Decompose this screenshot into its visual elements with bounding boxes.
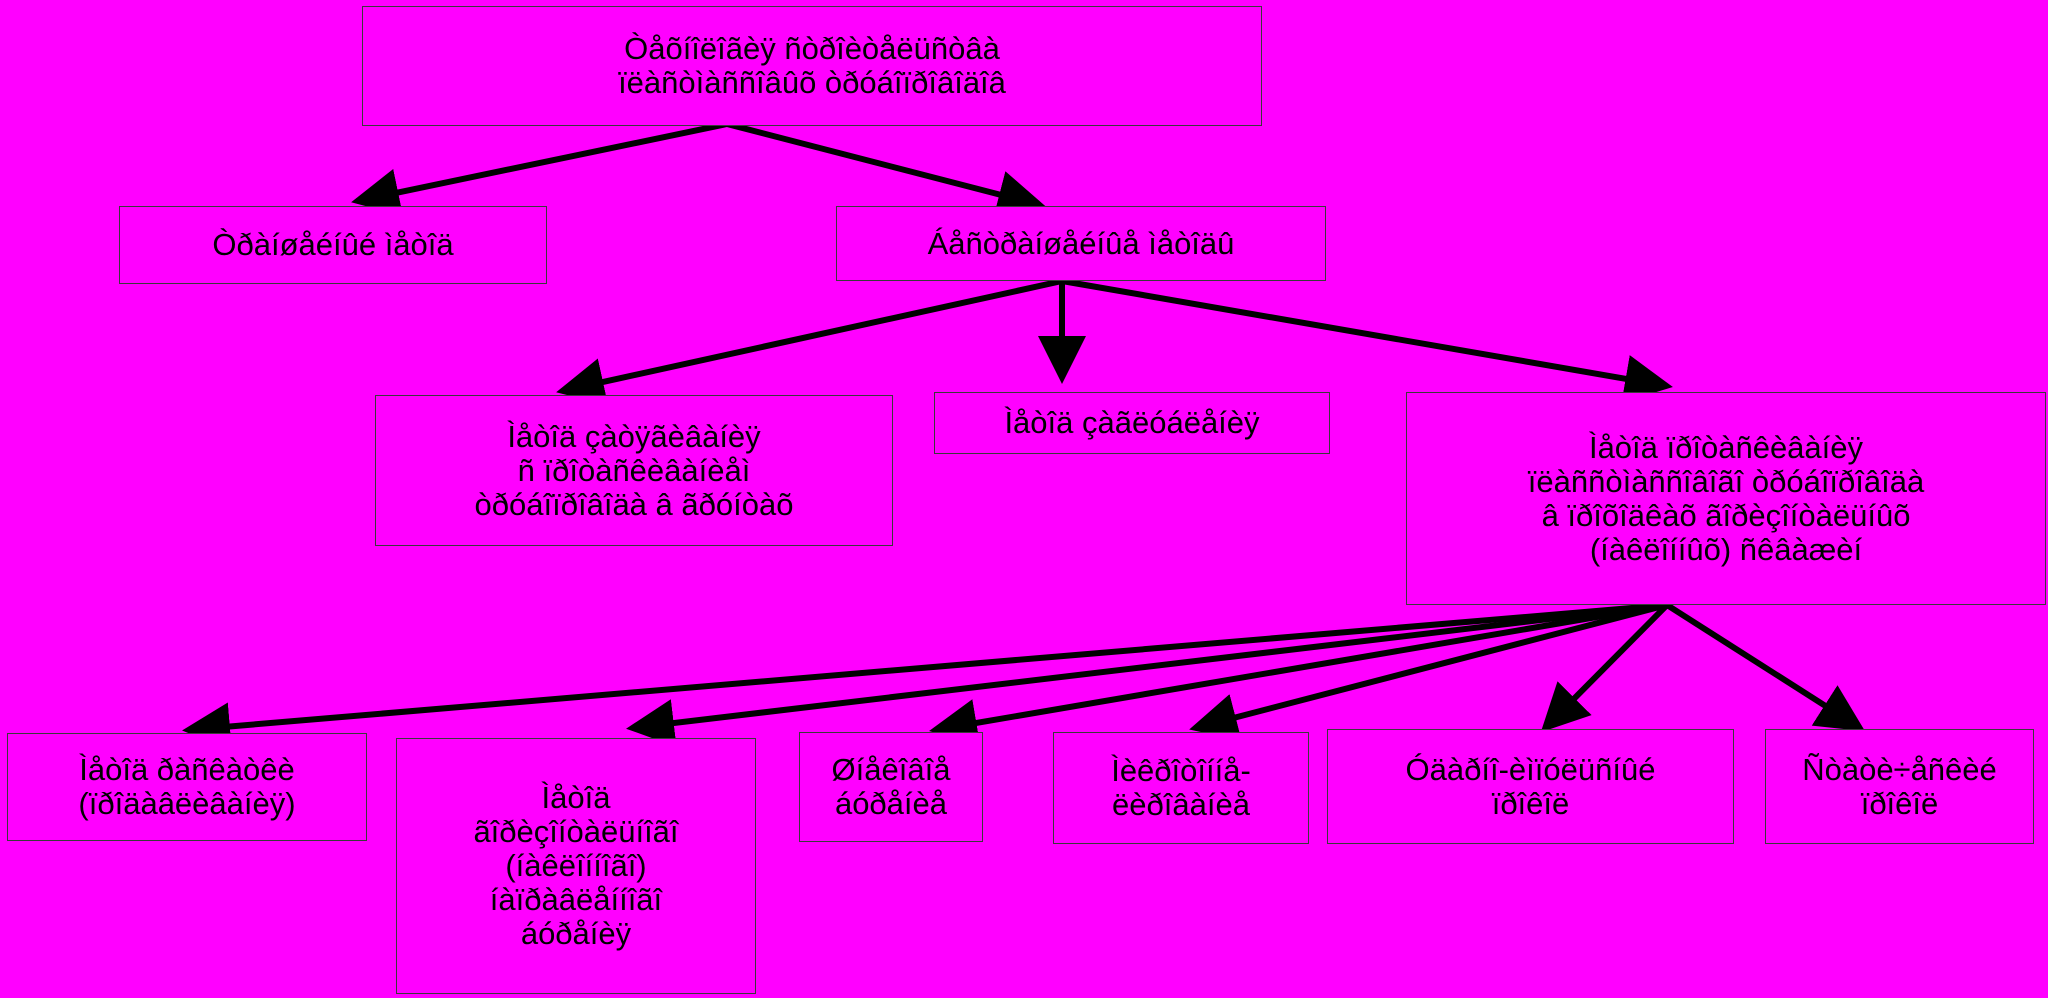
node-trench-label: Òðàíøåéíûé ìåòîä	[212, 227, 454, 262]
node-pull-label: Ìåòîä çàãëóáëåíèÿ	[1004, 405, 1260, 440]
edge-thread-to-directional	[626, 602, 1668, 747]
node-trenchless: Áåñòðàíøåéíûå ìåòîäû	[836, 206, 1326, 281]
node-directional: Ìåòîä ãîðèçîíòàëüíîãî (íàêëîííîãî) íàïðà…	[396, 738, 756, 994]
edge-thread-to-expand	[182, 602, 1668, 751]
edge-thread-to-burst	[1540, 602, 1670, 733]
edge-thread-to-shield	[929, 602, 1668, 747]
node-thread: Ìåòîä ïðîòàñêèâàíèÿ ïëàññòìàññîâîãî òðóá…	[1406, 392, 2046, 605]
node-thread-label: Ìåòîä ïðîòàñêèâàíèÿ ïëàññòìàññîâîãî òðóá…	[1527, 429, 1925, 567]
node-static-label: Ñòàòè÷åñêèé ïðîêîë	[1802, 751, 1997, 821]
node-expand: Ìåòîä ðàñêàòêè (ïðîäàâëèâàíèÿ)	[7, 733, 367, 841]
node-microtunnel-label: Ìèêðîòîííå- ëèðîâàíèå	[1111, 753, 1251, 822]
node-trenchless-label: Áåñòðàíøåéíûå ìåòîäû	[927, 225, 1235, 261]
node-directional-label: Ìåòîä ãîðèçîíòàëüíîãî (íàêëîííîãî) íàïðà…	[473, 780, 679, 951]
edge-trenchless-to-thread	[1061, 278, 1673, 403]
node-expand-label: Ìåòîä ðàñêàòêè (ïðîäàâëèâàíèÿ)	[78, 752, 296, 821]
node-burst-label: Óäàðíî-èìïóëüñíûé ïðîêîë	[1405, 751, 1656, 821]
node-trench: Òðàíøåéíûé ìåòîä	[119, 206, 547, 284]
node-static: Ñòàòè÷åñêèé ïðîêîë	[1765, 729, 2034, 844]
edge-thread-to-microtunnel	[1189, 602, 1668, 741]
edge-root-to-trenchless	[726, 121, 1046, 218]
node-shield: Øíåêîâîå áóðåíèå	[799, 732, 983, 842]
node-shell: Ìåòîä çàòÿãèâàíèÿ ñ ïðîòàñêèâàíèåì òðóáî…	[375, 395, 893, 546]
edge-thread-to-static	[1665, 602, 1866, 732]
edge-trenchless-to-shell	[556, 278, 1063, 406]
node-root: Òåõíîëîãèÿ ñòðîèòåëüñòâà ïëàñòìàññîâûõ ò…	[362, 6, 1262, 126]
node-microtunnel: Ìèêðîòîííå- ëèðîâàíèå	[1053, 732, 1309, 844]
node-root-label: Òåõíîëîãèÿ ñòðîèòåëüñòâà ïëàñòìàññîâûõ ò…	[618, 31, 1006, 100]
node-burst: Óäàðíî-èìïóëüñíûé ïðîêîë	[1327, 729, 1734, 844]
edge-root-to-trench	[351, 121, 728, 216]
node-shield-label: Øíåêîâîå áóðåíèå	[831, 752, 951, 821]
node-shell-label: Ìåòîä çàòÿãèâàíèÿ ñ ïðîòàñêèâàíèåì òðóáî…	[474, 418, 794, 522]
node-pull: Ìåòîä çàãëóáëåíèÿ	[934, 392, 1330, 454]
